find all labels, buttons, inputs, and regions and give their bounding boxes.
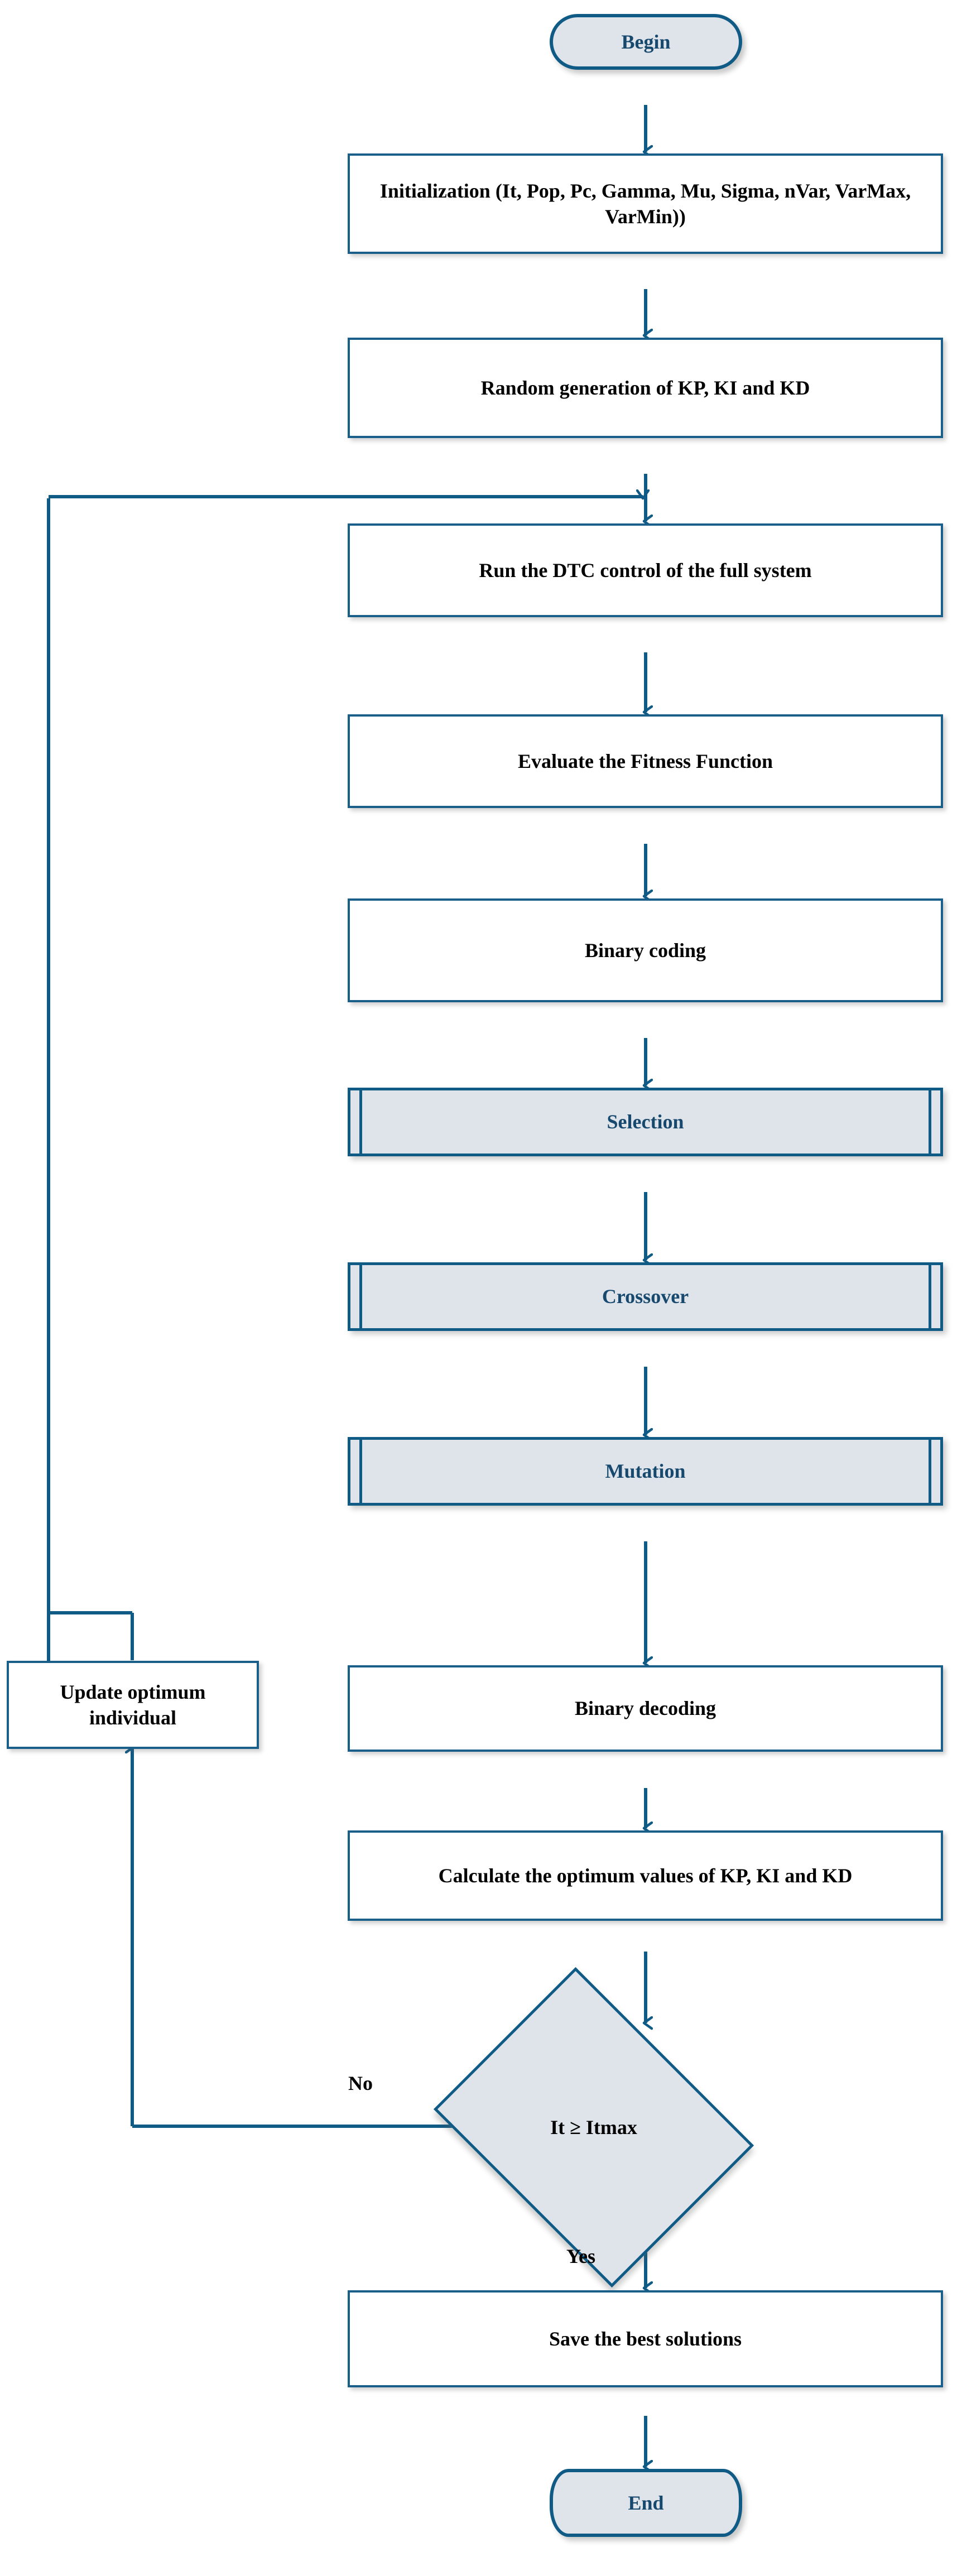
node-end[interactable]: End	[550, 2469, 742, 2537]
node-selection[interactable]: Selection	[348, 1088, 943, 1156]
node-end-label: End	[628, 2491, 664, 2514]
node-random-generation[interactable]: Random generation of KP, KI and KD	[348, 338, 943, 438]
node-update-optimum[interactable]: Update optimum individual	[7, 1661, 259, 1749]
predefined-right-bar-mutation	[929, 1440, 931, 1503]
node-binary-decoding[interactable]: Binary decoding	[348, 1665, 943, 1752]
node-mutation[interactable]: Mutation	[348, 1437, 943, 1506]
node-save-best-label: Save the best solutions	[549, 2327, 742, 2350]
node-begin[interactable]: Begin	[550, 14, 742, 70]
predefined-left-bar-selection	[359, 1090, 362, 1154]
node-binary-coding[interactable]: Binary coding	[348, 898, 943, 1002]
node-binary-decoding-label: Binary decoding	[574, 1697, 716, 1720]
node-random-generation-label: Random generation of KP, KI and KD	[480, 376, 810, 399]
node-evaluate-fitness[interactable]: Evaluate the Fitness Function	[348, 714, 943, 808]
node-binary-coding-label: Binary coding	[584, 939, 706, 962]
node-initialization[interactable]: Initialization (It, Pop, Pc, Gamma, Mu, …	[348, 153, 943, 254]
node-calculate-optimum[interactable]: Calculate the optimum values of KP, KI a…	[348, 1830, 943, 1921]
node-evaluate-fitness-label: Evaluate the Fitness Function	[517, 749, 773, 772]
predefined-left-bar-mutation	[359, 1440, 362, 1503]
edge-loopback-corner	[47, 1611, 132, 1614]
node-decision-it-itmax[interactable]: It ≥ Itmax	[433, 1967, 754, 2288]
node-begin-label: Begin	[621, 30, 671, 53]
node-run-dtc-label: Run the DTC control of the full system	[479, 559, 812, 581]
node-calculate-optimum-label: Calculate the optimum values of KP, KI a…	[438, 1864, 853, 1887]
predefined-right-bar-crossover	[929, 1265, 931, 1328]
node-decision-label: It ≥ Itmax	[550, 2116, 637, 2138]
node-mutation-label: Mutation	[605, 1460, 686, 1483]
node-run-dtc[interactable]: Run the DTC control of the full system	[348, 523, 943, 617]
node-initialization-label: Initialization (It, Pop, Pc, Gamma, Mu, …	[379, 179, 911, 228]
predefined-left-bar-crossover	[359, 1265, 362, 1328]
edge-label-no: No	[348, 2072, 373, 2094]
node-crossover[interactable]: Crossover	[348, 1262, 943, 1331]
node-selection-label: Selection	[607, 1111, 684, 1133]
node-crossover-label: Crossover	[602, 1285, 689, 1308]
node-save-best[interactable]: Save the best solutions	[348, 2290, 943, 2387]
node-update-optimum-label: Update optimum individual	[60, 1680, 206, 1729]
predefined-right-bar-selection	[929, 1090, 931, 1154]
edge-label-yes: Yes	[566, 2245, 595, 2267]
